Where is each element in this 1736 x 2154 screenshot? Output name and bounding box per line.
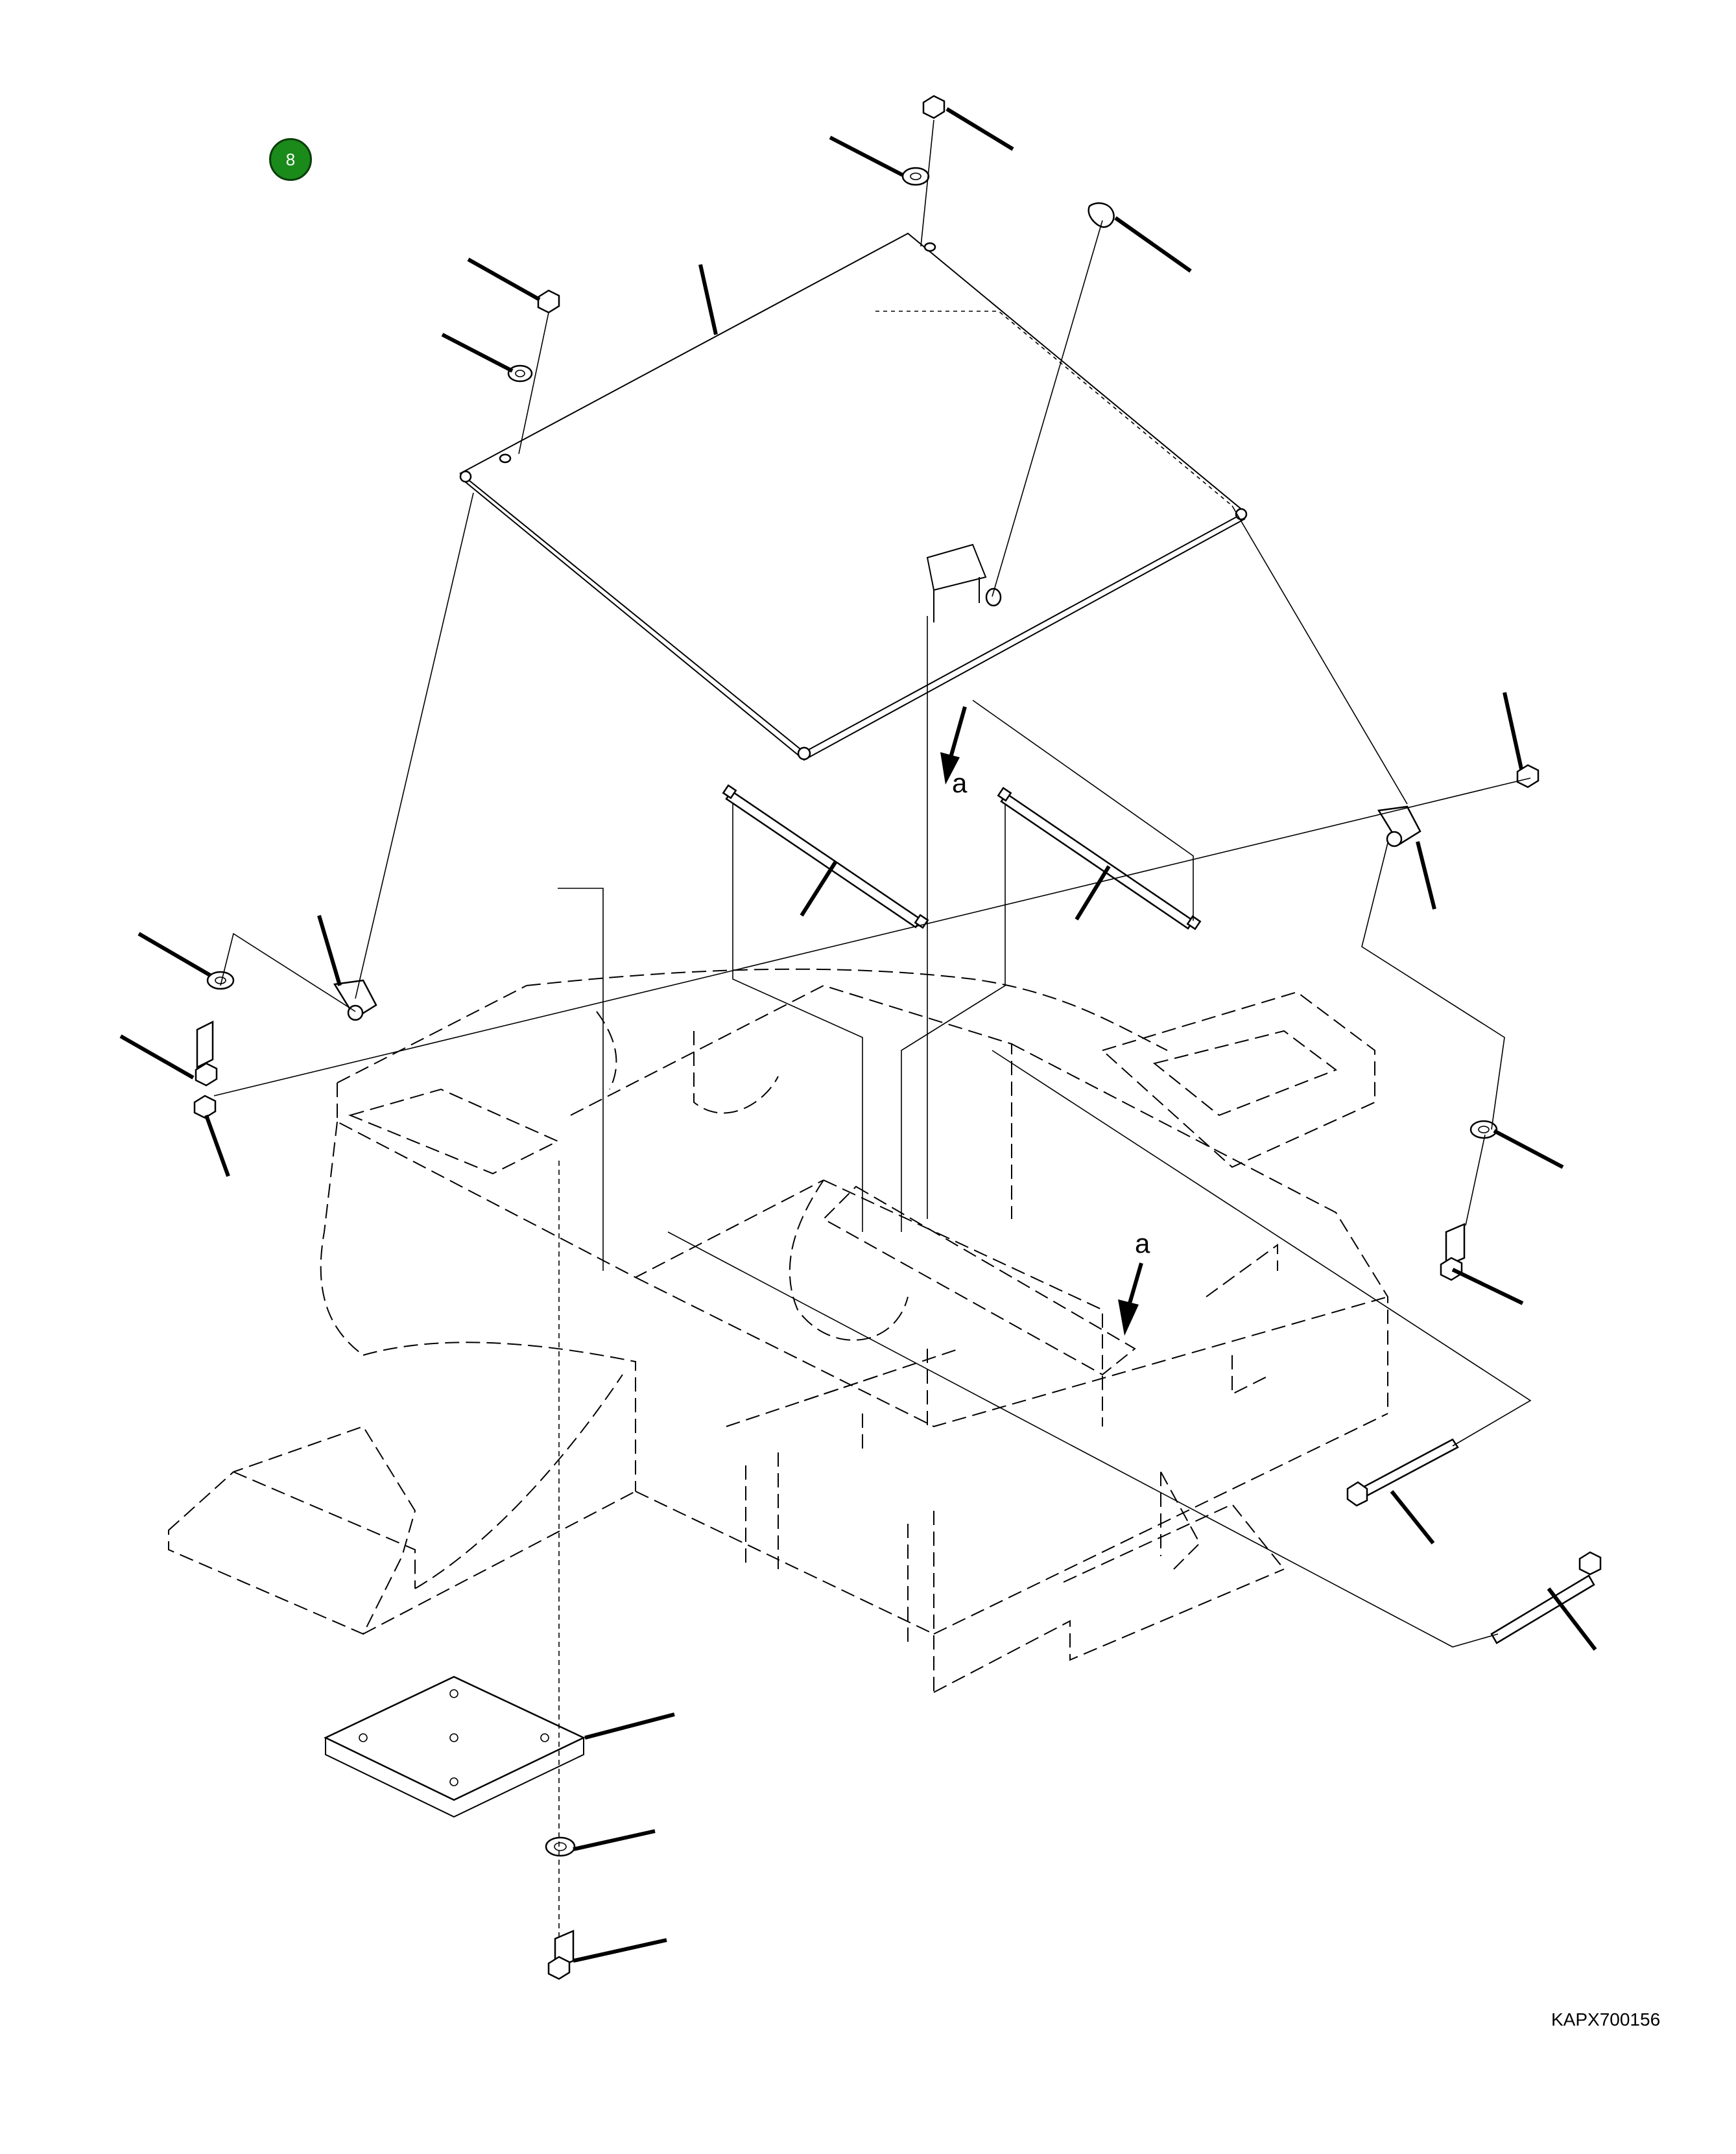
frame-assembly xyxy=(168,968,1388,1693)
gas-springs xyxy=(722,784,1202,930)
alignment-lines xyxy=(213,119,1532,1939)
view-arrows: a a xyxy=(940,706,1150,1336)
view-letter-upper: a xyxy=(952,768,968,798)
drawing-code: KAPX700156 xyxy=(1551,2009,1660,2030)
hinges xyxy=(333,805,1421,1021)
cover-plate xyxy=(459,232,1248,761)
base-plate xyxy=(324,1675,586,1818)
hardware xyxy=(193,95,1602,1980)
view-arrow-head-lower xyxy=(1118,1299,1139,1336)
figure-number-label: 8 xyxy=(285,149,296,169)
callout-leaders xyxy=(119,107,1597,1963)
figure-number-badge: 8 xyxy=(269,138,312,181)
view-letter-lower: a xyxy=(1135,1228,1150,1259)
view-arrow-head-upper xyxy=(940,752,960,785)
